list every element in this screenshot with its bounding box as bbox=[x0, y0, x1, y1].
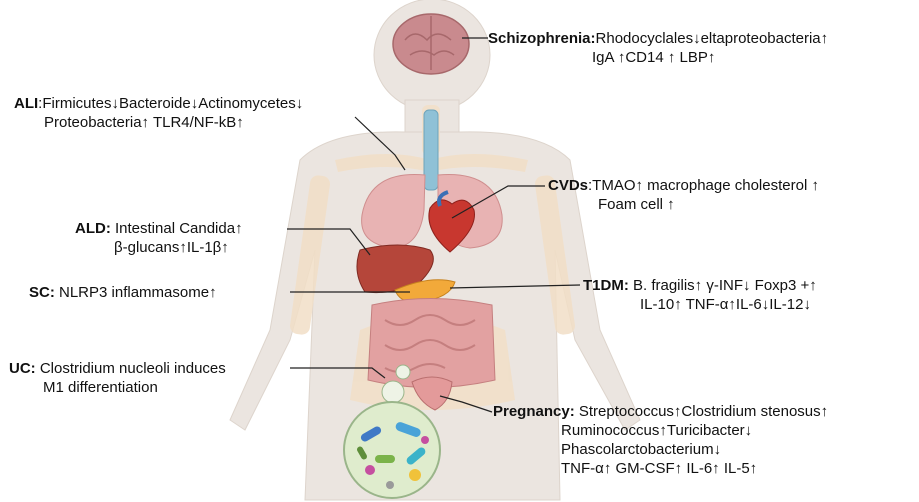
annotation-title: T1DM: bbox=[583, 277, 629, 294]
annotation-text: Streptococcus↑Clostridium stenosus↑ bbox=[575, 403, 828, 420]
annotation-text: M1 differentiation bbox=[9, 378, 226, 397]
annotation-title: SC: bbox=[29, 284, 55, 301]
annotation-uc: UC: Clostridium nucleoli induces M1 diff… bbox=[9, 359, 226, 397]
annotation-title: CVDs bbox=[548, 177, 588, 194]
annotation-text: IgA ↑CD14 ↑ LBP↑ bbox=[488, 48, 828, 67]
annotation-text: Proteobacteria↑ TLR4/NF-kB↑ bbox=[14, 113, 303, 132]
annotation-text: Rhodocyclales↓eltaproteobacteria↑ bbox=[596, 30, 829, 47]
annotation-text: B. fragilis↑ γ-INF↓ Foxp3 +↑ bbox=[629, 277, 817, 294]
annotation-t1dm: T1DM: B. fragilis↑ γ-INF↓ Foxp3 +↑ IL-10… bbox=[583, 276, 817, 314]
annotation-text: :TMAO↑ macrophage cholesterol ↑ bbox=[588, 177, 819, 194]
annotation-title: ALD: bbox=[75, 220, 111, 237]
annotation-cvds: CVDs:TMAO↑ macrophage cholesterol ↑ Foam… bbox=[548, 176, 819, 214]
annotation-title: UC: bbox=[9, 360, 36, 377]
annotation-schizophrenia: Schizophrenia:Rhodocyclales↓eltaproteoba… bbox=[488, 29, 828, 67]
annotation-text: Foam cell ↑ bbox=[548, 195, 819, 214]
annotation-ald: ALD: Intestinal Candida↑ β-glucans↑IL-1β… bbox=[75, 219, 243, 257]
annotation-text: Intestinal Candida↑ bbox=[111, 220, 243, 237]
annotation-text: Clostridium nucleoli induces bbox=[36, 360, 226, 377]
annotation-text: IL-10↑ TNF-α↑IL-6↓IL-12↓ bbox=[583, 295, 817, 314]
annotation-text: TNF-α↑ GM-CSF↑ IL-6↑ IL-5↑ bbox=[493, 459, 828, 478]
annotation-text: Ruminococcus↑Turicibacter↓ bbox=[493, 421, 828, 440]
annotation-title: ALI bbox=[14, 95, 38, 112]
brain-icon bbox=[393, 14, 469, 74]
annotation-title: Schizophrenia: bbox=[488, 30, 596, 47]
annotation-text: NLRP3 inflammasome↑ bbox=[55, 284, 217, 301]
annotation-ali: ALI:Firmicutes↓Bacteroide↓Actinomycetes↓… bbox=[14, 94, 303, 132]
annotation-title: Pregnancy: bbox=[493, 403, 575, 420]
intestine-icon bbox=[368, 299, 495, 388]
annotation-pregnancy: Pregnancy: Streptococcus↑Clostridium ste… bbox=[493, 402, 828, 478]
annotation-text: β-glucans↑IL-1β↑ bbox=[75, 238, 243, 257]
annotation-sc: SC: NLRP3 inflammasome↑ bbox=[29, 283, 217, 302]
annotation-text: Phascolarctobacterium↓ bbox=[493, 440, 828, 459]
annotation-text: :Firmicutes↓Bacteroide↓Actinomycetes↓ bbox=[38, 95, 303, 112]
